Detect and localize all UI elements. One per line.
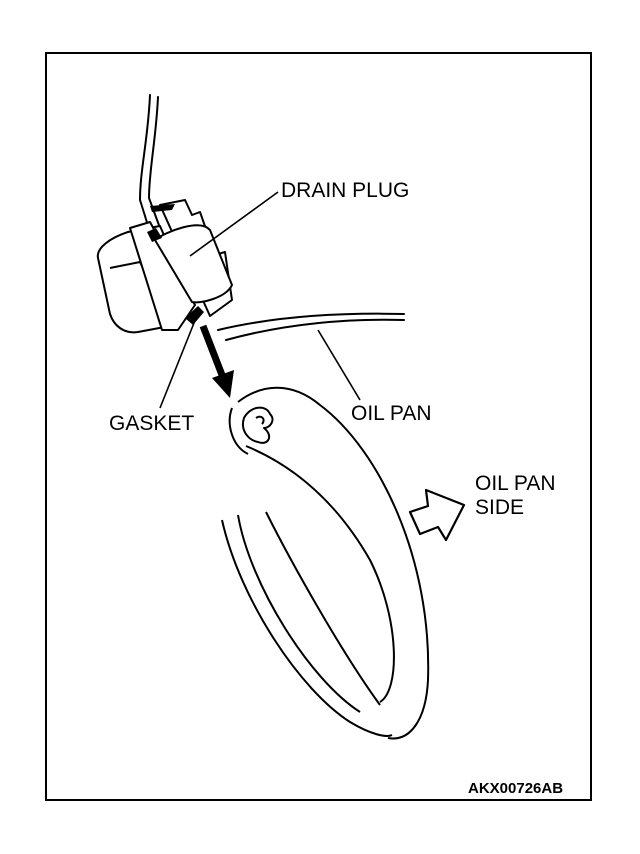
oil-pan-label: OIL PAN — [351, 402, 432, 425]
oil-pan-floor-inner — [225, 318, 405, 341]
oil-pan-wall — [139, 94, 151, 233]
drain-plug-label: DRAIN PLUG — [281, 179, 410, 202]
leader-drain-plug — [189, 191, 279, 257]
leader-gasket — [159, 317, 197, 409]
drain-plug-icon — [96, 199, 233, 334]
oil-pan-floor — [217, 312, 405, 331]
diagram-frame — [45, 52, 592, 801]
oil-pan-wall-inner — [148, 96, 161, 229]
leader-oil-pan — [317, 329, 361, 401]
figure-code: AKX00726AB — [468, 780, 564, 797]
removal-arrow — [199, 324, 234, 398]
gasket-ring-icon — [221, 386, 430, 740]
gasket-seat — [147, 204, 204, 325]
oil-pan-side-label-line1: OIL PAN — [475, 472, 556, 495]
oil-pan-side-label-line2: SIDE — [475, 496, 525, 519]
direction-arrow-icon — [408, 488, 466, 542]
gasket-label: GASKET — [109, 412, 195, 435]
